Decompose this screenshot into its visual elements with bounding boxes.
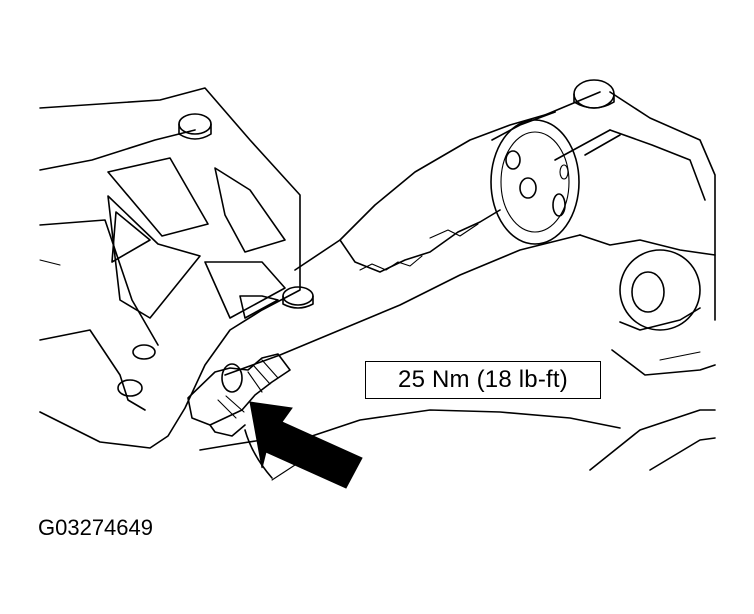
torque-fitting (187, 353, 291, 437)
torque-callout-box: 25 Nm (18 lb-ft) (365, 361, 601, 399)
right-housing (579, 91, 716, 376)
figure-id: G03274649 (38, 515, 153, 540)
lower-flange (199, 409, 716, 481)
actuator-cylinder (224, 111, 581, 376)
bracket-cutouts (107, 157, 286, 319)
bracket-frame (39, 87, 301, 449)
upper-rod (544, 79, 621, 161)
torque-label: 25 Nm (18 lb-ft) (398, 366, 568, 393)
cylinder-end-cap (490, 111, 580, 245)
arrow-pointer-icon (249, 401, 363, 489)
bracket-bolt-heads (117, 113, 314, 397)
